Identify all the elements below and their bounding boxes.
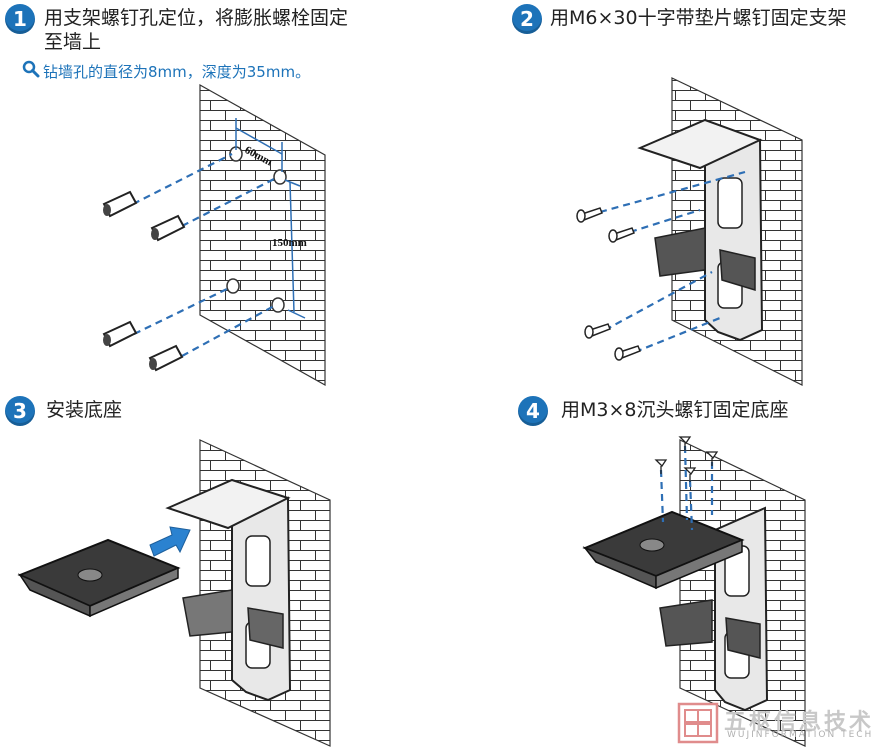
- watermark-logo: [677, 702, 719, 744]
- expansion-anchor: [102, 190, 138, 218]
- step-4-title: 用M3×8沉头螺钉固定底座: [561, 399, 789, 421]
- screw-m3: [654, 436, 719, 482]
- tip-text: 钻墙孔的直径为8mm，深度为35mm。: [43, 63, 311, 81]
- step-4-illustration: [582, 436, 806, 747]
- step-3-title: 安装底座: [46, 399, 123, 421]
- step-1-title-line1: 用支架螺钉孔定位，将膨胀螺栓固定: [44, 7, 349, 29]
- step-3-illustration: [17, 439, 331, 747]
- camera-base: [582, 510, 745, 590]
- wall-hole: [273, 169, 287, 185]
- step-4-badge: 4: [518, 396, 548, 426]
- wall-hole: [226, 278, 240, 294]
- expansion-anchor: [148, 344, 184, 372]
- camera-base: [17, 538, 181, 618]
- step-1-illustration: [102, 83, 326, 387]
- dimension-vertical: 150mm: [272, 237, 307, 249]
- step-2-illustration: [576, 77, 803, 386]
- insert-arrow: [149, 526, 191, 557]
- magnifier-icon: [22, 60, 40, 78]
- screw-m6: [584, 323, 611, 339]
- step-2-title: 用M6×30十字带垫片螺钉固定支架: [550, 7, 847, 29]
- expansion-anchor: [102, 320, 138, 348]
- step-1-title-line2: 至墙上: [44, 31, 102, 53]
- watermark-subtitle: WUJINFORMATION TECH: [727, 730, 874, 740]
- expansion-anchor: [150, 214, 186, 242]
- step-1-badge: 1: [5, 4, 35, 34]
- step-1-title: 用支架螺钉孔定位，将膨胀螺栓固定 至墙上: [44, 6, 444, 54]
- watermark: 五枢信息技术 WUJINFORMATION TECH: [677, 700, 887, 750]
- screw-m6: [614, 345, 641, 361]
- watermark-name: 五枢信息技术: [724, 710, 875, 735]
- wall-bracket: [165, 478, 292, 702]
- step-3-badge: 3: [5, 396, 35, 426]
- brick-wall-1: [199, 83, 326, 387]
- screw-m6: [576, 207, 603, 223]
- screw-m6: [608, 227, 635, 243]
- wall-hole: [271, 297, 285, 313]
- wall-bracket: [637, 118, 764, 342]
- step-2-badge: 2: [512, 4, 542, 34]
